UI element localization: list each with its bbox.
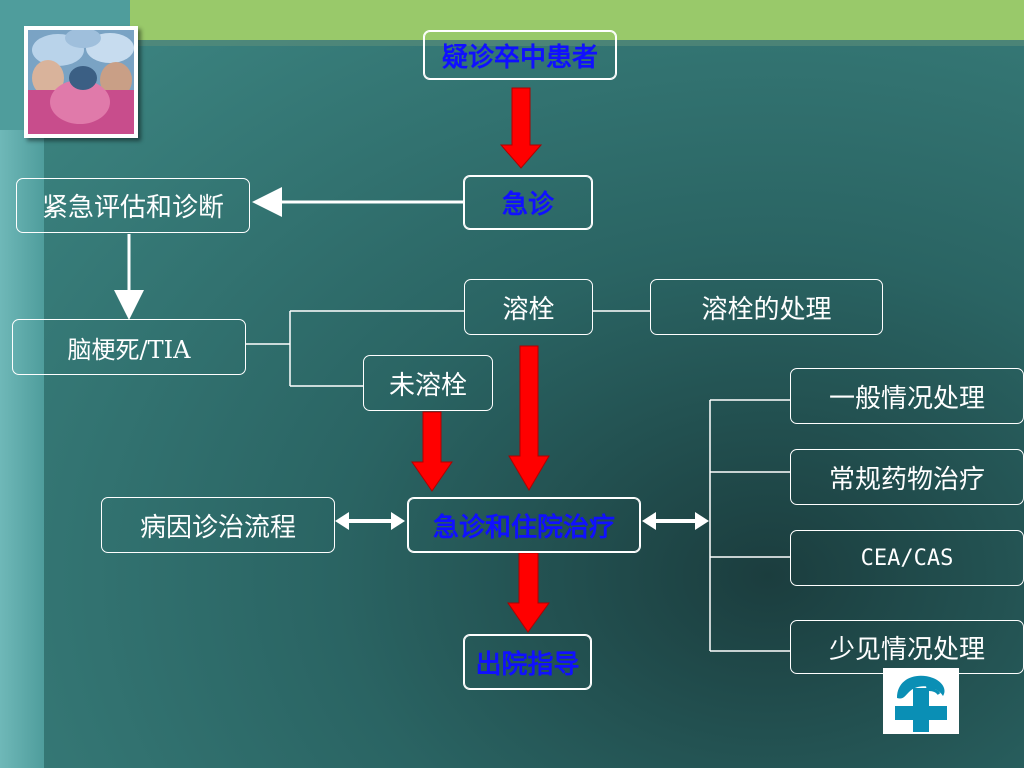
node-thrombolysis-management: 溶栓的处理 [650,279,883,335]
node-routine-drug-therapy: 常规药物治疗 [790,449,1024,505]
double-arrow-right [642,512,709,530]
node-emergency-inpatient: 急诊和住院治疗 [407,497,641,553]
double-arrow-left [335,512,405,530]
node-general-management: 一般情况处理 [790,368,1024,424]
node-emergency: 急诊 [463,175,593,230]
node-urgent-assessment: 紧急评估和诊断 [16,178,250,233]
node-etiology-workflow: 病因诊治流程 [101,497,335,553]
node-suspected-stroke: 疑诊卒中患者 [423,30,617,80]
top-bar-shadow [130,40,1024,46]
red-arrow-1 [499,87,543,169]
top-bar [130,0,1024,40]
node-no-thrombolysis: 未溶栓 [363,355,493,411]
node-cea-cas: CEA/CAS [790,530,1024,586]
node-thrombolysis: 溶栓 [464,279,593,335]
node-infarction-tia: 脑梗死/TIA [12,319,246,375]
node-discharge-guidance: 出院指导 [463,634,592,690]
surgery-photo [28,30,134,134]
red-arrow-discharge [507,552,550,633]
red-arrow-thrombolysis [508,345,550,491]
treatment-branch-lines [709,399,790,652]
photo-frame [24,26,138,138]
infarction-branch-lines [246,310,464,387]
node-rare-conditions: 少见情况处理 [790,620,1024,674]
red-arrow-no-thrombolysis [411,411,453,492]
hospital-logo-icon [883,668,959,734]
